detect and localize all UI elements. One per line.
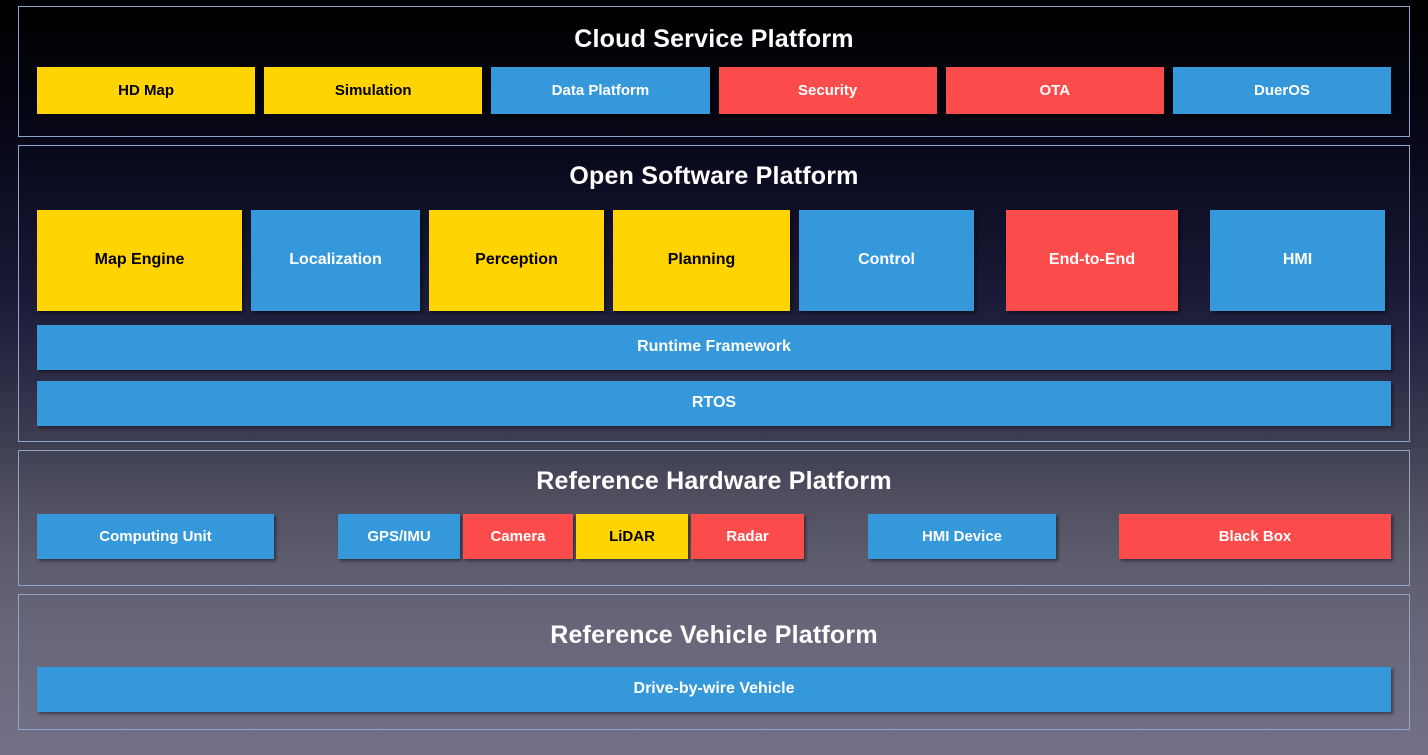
spacer bbox=[420, 210, 429, 311]
layer-title-hardware: Reference Hardware Platform bbox=[536, 467, 892, 495]
cloud-item-data-platform[interactable]: Data Platform bbox=[491, 67, 710, 114]
hardware-item-gps-imu[interactable]: GPS/IMU bbox=[338, 514, 460, 559]
spacer bbox=[274, 514, 338, 559]
spacer bbox=[1178, 210, 1210, 311]
cloud-item-security[interactable]: Security bbox=[718, 67, 937, 114]
software-module-perception[interactable]: Perception bbox=[429, 210, 604, 311]
spacer bbox=[804, 514, 868, 559]
spacer bbox=[1056, 514, 1119, 559]
hardware-item-computing-unit[interactable]: Computing Unit bbox=[37, 514, 274, 559]
cloud-item-hd-map[interactable]: HD Map bbox=[37, 67, 256, 114]
layer-reference-vehicle-platform: Reference Vehicle Platform Drive-by-wire… bbox=[18, 594, 1410, 730]
vehicle-item-drive-by-wire-vehicle[interactable]: Drive-by-wire Vehicle bbox=[37, 667, 1391, 712]
layer-title-cloud: Cloud Service Platform bbox=[574, 25, 854, 53]
software-bar-runtime-framework[interactable]: Runtime Framework bbox=[37, 325, 1391, 370]
hardware-item-camera[interactable]: Camera bbox=[463, 514, 573, 559]
spacer bbox=[242, 210, 251, 311]
spacer bbox=[604, 210, 613, 311]
software-module-control[interactable]: Control bbox=[799, 210, 974, 311]
software-module-planning[interactable]: Planning bbox=[613, 210, 790, 311]
cloud-item-ota[interactable]: OTA bbox=[945, 67, 1164, 114]
hardware-item-radar[interactable]: Radar bbox=[691, 514, 804, 559]
software-module-map-engine[interactable]: Map Engine bbox=[37, 210, 242, 311]
cloud-item-dueros[interactable]: DuerOS bbox=[1172, 67, 1392, 114]
hardware-item-row: Computing Unit GPS/IMU Camera LiDAR Rada… bbox=[37, 514, 1391, 559]
spacer bbox=[974, 210, 1006, 311]
spacer bbox=[790, 210, 799, 311]
hardware-item-hmi-device[interactable]: HMI Device bbox=[868, 514, 1056, 559]
software-module-hmi[interactable]: HMI bbox=[1210, 210, 1385, 311]
software-bar-rtos[interactable]: RTOS bbox=[37, 381, 1391, 426]
layer-cloud-service-platform: Cloud Service Platform HD Map Simulation… bbox=[18, 6, 1410, 137]
software-module-row: Map Engine Localization Perception Plann… bbox=[37, 210, 1391, 311]
layer-title-vehicle: Reference Vehicle Platform bbox=[550, 621, 878, 649]
software-module-end-to-end[interactable]: End-to-End bbox=[1006, 210, 1178, 311]
hardware-item-black-box[interactable]: Black Box bbox=[1119, 514, 1391, 559]
layer-open-software-platform: Open Software Platform Map Engine Locali… bbox=[18, 145, 1410, 442]
layer-reference-hardware-platform: Reference Hardware Platform Computing Un… bbox=[18, 450, 1410, 586]
cloud-item-row: HD Map Simulation Data Platform Security… bbox=[37, 67, 1392, 114]
cloud-item-simulation[interactable]: Simulation bbox=[264, 67, 483, 114]
hardware-item-lidar[interactable]: LiDAR bbox=[576, 514, 688, 559]
layer-title-software: Open Software Platform bbox=[569, 162, 859, 190]
software-module-localization[interactable]: Localization bbox=[251, 210, 420, 311]
